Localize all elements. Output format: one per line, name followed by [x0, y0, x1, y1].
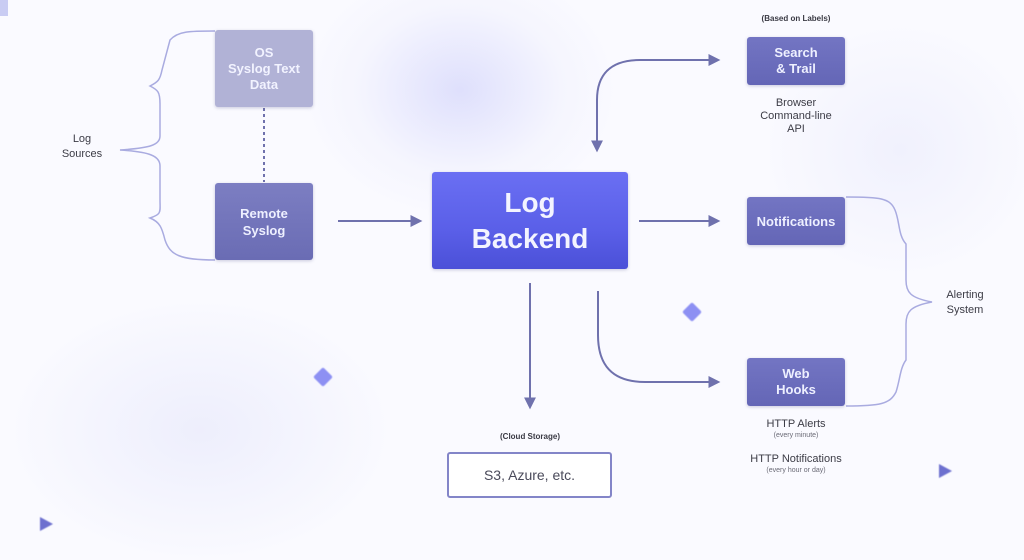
- notifications-label: Notifications: [756, 213, 836, 229]
- client-api: API: [787, 123, 805, 135]
- http-notifications-label: HTTP Notifications (every hour or day): [725, 453, 867, 475]
- triangle-decoration: [40, 517, 53, 531]
- remote-syslog-node[interactable]: Remote Syslog: [215, 183, 313, 260]
- http-notifications-title: HTTP Notifications: [750, 453, 842, 465]
- log-backend-line: Log: [504, 186, 556, 218]
- http-alerts-title: HTTP Alerts: [766, 418, 826, 430]
- client-command-line: Command-line: [760, 110, 832, 122]
- os-syslog-node[interactable]: OS Syslog Text Data: [215, 30, 313, 107]
- webhooks-line: Hooks: [776, 382, 816, 397]
- search-trail-line: & Trail: [776, 61, 816, 76]
- search-clients: Browser Command-line API: [740, 97, 852, 136]
- cloud-storage-caption: (Cloud Storage): [500, 432, 560, 441]
- alerting-system-line: System: [946, 304, 984, 316]
- alerting-system-brace: [845, 196, 933, 407]
- webhooks-node[interactable]: Web Hooks: [747, 358, 845, 406]
- cloud-storage-node[interactable]: S3, Azure, etc.: [447, 452, 612, 498]
- triangle-decoration: [939, 464, 952, 478]
- client-browser: Browser: [775, 97, 817, 109]
- os-syslog-line: OS: [254, 44, 274, 60]
- remote-syslog-line: Remote: [240, 205, 288, 221]
- search-caption: (Based on Labels): [761, 14, 831, 23]
- os-syslog-line: Syslog Text: [227, 60, 300, 76]
- arrow-backend-search: [596, 54, 721, 150]
- webhooks-line: Web: [782, 366, 810, 381]
- http-notifications-note: (every hour or day): [766, 467, 826, 474]
- os-syslog-line: Data: [249, 76, 279, 92]
- arrow-backend-to-webhooks: [597, 291, 721, 388]
- log-backend-line: Backend: [471, 222, 589, 254]
- remote-syslog-line: Syslog: [242, 222, 286, 238]
- search-trail-node[interactable]: Search & Trail: [747, 37, 845, 85]
- alerting-system-label: Alerting System: [930, 288, 1000, 318]
- cloud-storage-label: S3, Azure, etc.: [483, 467, 576, 483]
- connectors-layer: [119, 30, 933, 410]
- log-sources-brace: [119, 30, 216, 261]
- alerting-system-line: Alerting: [946, 289, 984, 301]
- corner-mark: [0, 0, 8, 16]
- http-alerts-note: (every minute): [773, 432, 819, 439]
- log-backend-node[interactable]: Log Backend: [432, 172, 628, 269]
- search-trail-line: Search: [774, 45, 818, 60]
- notifications-node[interactable]: Notifications: [747, 197, 845, 245]
- log-sources-label-line: Sources: [61, 148, 103, 160]
- log-sources-label: Log Sources: [50, 132, 114, 162]
- log-sources-label-line: Log: [72, 133, 92, 145]
- http-alerts-label: HTTP Alerts (every minute): [725, 418, 867, 440]
